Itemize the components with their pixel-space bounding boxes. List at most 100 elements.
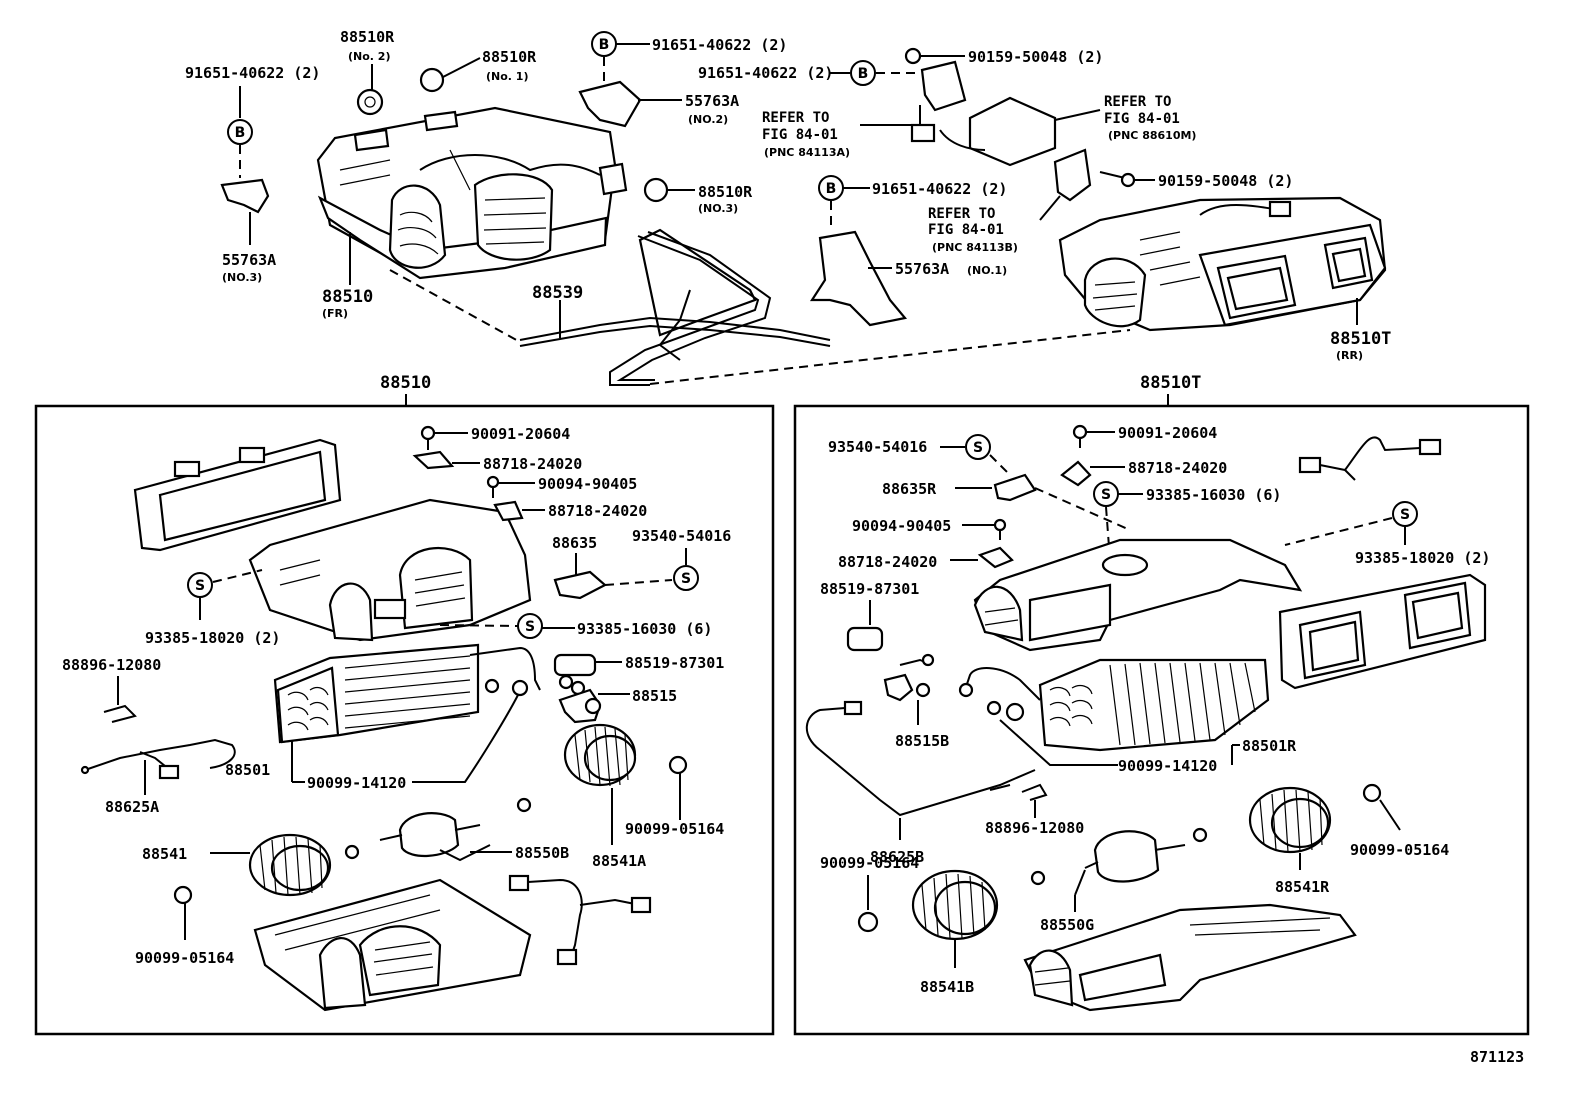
f-screw-badge-93540: S: [673, 565, 699, 591]
label-refer3-a: REFER TO: [928, 206, 995, 222]
f-label-88519: 88519-87301: [625, 654, 724, 672]
r-label-88718-a: 88718-24020: [1128, 459, 1227, 477]
label-88510T-rr: 88510T: [1330, 329, 1391, 349]
f-clip-88718-b-part: [493, 500, 524, 522]
r-nut-90099-b-part: [857, 911, 879, 933]
r-screw-badge-93385-b: S: [1392, 501, 1418, 527]
label-88510T-rr-sub: (RR): [1336, 349, 1363, 362]
label-refer1-b: FIG 84-01: [762, 127, 838, 143]
r-label-88541B: 88541B: [920, 978, 974, 996]
f-label-88515: 88515: [632, 687, 677, 705]
label-91651-right: 91651-40622 (2): [698, 64, 833, 82]
r-evaporator-88501R-part: [958, 658, 1270, 752]
bracket-no2-part: [578, 80, 642, 128]
label-55763A-no2: 55763A: [685, 92, 739, 110]
f-valve-88515-part: [558, 674, 602, 724]
r-clip-88718-a-part: [1060, 460, 1092, 487]
r-harness-top-part: [1298, 436, 1442, 481]
r-label-88896: 88896-12080: [985, 819, 1084, 837]
label-90159-b: 90159-50048 (2): [1158, 172, 1293, 190]
svg-text:S: S: [195, 578, 205, 594]
f-label-93540: 93540-54016: [632, 527, 731, 545]
r-sensor-88635R-part: [993, 473, 1037, 502]
r-label-88541R: 88541R: [1275, 878, 1330, 896]
r-fan-88541R-part: [1248, 786, 1332, 854]
f-valve-88519-part: [553, 653, 597, 677]
label-refer2-a: REFER TO: [1104, 94, 1171, 110]
r-valve-88515B-part: [883, 653, 935, 702]
f-wire-harness-part: [508, 874, 652, 966]
bolt-badge-left: B: [227, 119, 253, 145]
front-upper-case-part: [248, 498, 532, 642]
r-upper-case-part: [973, 538, 1303, 652]
bracket-84113B-part: [1053, 148, 1092, 202]
r-valve-88519-part: [846, 626, 884, 652]
f-sensor-88635-part: [553, 570, 607, 600]
screw-90159-b-part: [1099, 171, 1136, 188]
relay-88610M-part: [968, 96, 1057, 167]
front-panel-title: 88510: [380, 373, 431, 393]
r-fan-88541B-part: [911, 869, 999, 941]
f-label-90091: 90091-20604: [471, 425, 570, 443]
bolt-badge-mid: B: [591, 31, 617, 57]
rear-panel: 88510T 93540-54016 S 88635R 90091-20604 …: [793, 373, 1530, 1036]
label-88510-fr-sub: (FR): [322, 307, 348, 320]
label-91651-top-left: 91651-40622 (2): [185, 64, 320, 82]
label-55763A-no1: 55763A: [895, 260, 949, 278]
f-label-93385-b: 93385-16030 (6): [577, 620, 712, 638]
f-fan-88541A-part: [563, 723, 637, 787]
r-screw-badge-93540: S: [965, 434, 991, 460]
r-label-88519: 88519-87301: [820, 580, 919, 598]
f-label-88635: 88635: [552, 534, 597, 552]
f-clip-88718-a-part: [412, 450, 455, 470]
grommet-no3-part: [643, 177, 669, 203]
f-screw-90091-part: [420, 425, 436, 450]
bolt-badge-right: B: [850, 60, 876, 86]
f-clip-88896-part: [103, 704, 137, 723]
rear-panel-box: [793, 404, 1530, 1036]
screw-90159-a-part: [904, 47, 945, 65]
label-55763A-no3: 55763A: [222, 251, 276, 269]
label-refer2-b: FIG 84-01: [1104, 111, 1180, 127]
r-duct-part: [1278, 573, 1487, 690]
r-screw-90094-part: [993, 518, 1007, 540]
r-label-90091: 90091-20604: [1118, 424, 1217, 442]
bracket-no3-part: [220, 178, 270, 214]
r-nut-90099-c-part: [1362, 783, 1382, 803]
f-screw-90094-part: [486, 475, 500, 498]
r-label-88515B: 88515B: [895, 732, 949, 750]
f-label-90099-c: 90099-05164: [625, 820, 724, 838]
r-label-88501R: 88501R: [1242, 737, 1297, 755]
bolt-badge-lower: B: [818, 175, 844, 201]
r-screw-badge-93385-a: S: [1093, 481, 1119, 507]
hose-88539-part: [519, 228, 831, 386]
label-91651-lower: 91651-40622 (2): [872, 180, 1007, 198]
f-label-90099-a: 90099-14120: [307, 774, 406, 792]
svg-text:B: B: [235, 125, 246, 141]
svg-text:B: B: [599, 37, 610, 53]
label-91651-mid: 91651-40622 (2): [652, 36, 787, 54]
overview-section: 91651-40622 (2) B 55763A (NO.3) 88510R (…: [185, 28, 1391, 386]
label-refer2-c: (PNC 88610M): [1108, 129, 1196, 142]
svg-text:B: B: [826, 181, 837, 197]
f-fan-88541-part: [248, 833, 332, 897]
grommet-no2-part: [356, 88, 384, 116]
label-88510-fr: 88510: [322, 287, 373, 307]
r-label-93540: 93540-54016: [828, 438, 927, 456]
r-label-90099-b: 90099-05164: [820, 854, 919, 872]
label-88539: 88539: [532, 283, 583, 303]
f-label-90099-b: 90099-05164: [135, 949, 234, 967]
svg-text:S: S: [973, 440, 983, 456]
label-88510R-no2-sub: (No. 2): [348, 50, 390, 63]
f-label-88541: 88541: [142, 845, 187, 863]
r-label-90094: 90094-90405: [852, 517, 951, 535]
svg-text:S: S: [1101, 487, 1111, 503]
svg-text:S: S: [525, 619, 535, 635]
r-screw-90091-part: [1072, 424, 1088, 448]
r-label-88635R: 88635R: [882, 480, 937, 498]
label-55763A-no1-sub: (NO.1): [967, 264, 1007, 277]
r-clip-88718-b-part: [977, 546, 1014, 569]
rear-unit-assembly: [1058, 196, 1387, 332]
front-panel: 88510 90091-20604 88718-24020 90094-9040…: [34, 373, 775, 1036]
